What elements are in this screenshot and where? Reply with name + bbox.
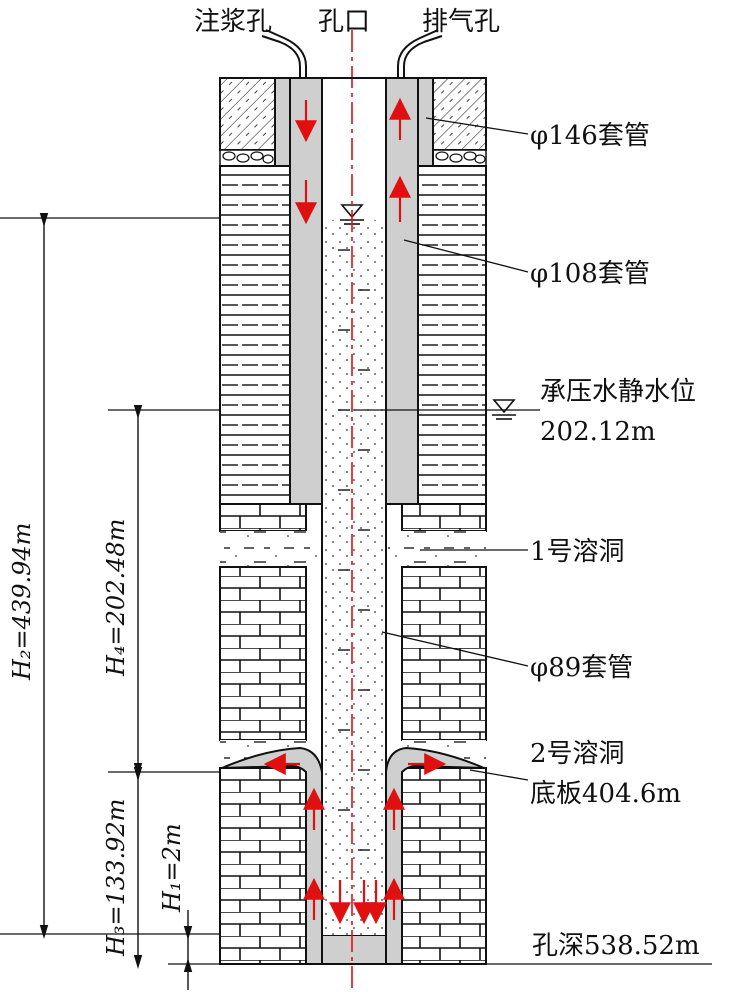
grout-hole-label: 注浆孔 xyxy=(194,7,272,37)
casing-108-label: φ108套管 xyxy=(530,259,650,289)
dimension-lines xyxy=(39,213,193,990)
water-level-symbol xyxy=(492,399,516,420)
grout-bottom-plug xyxy=(321,934,387,965)
casing-89-label: φ89套管 xyxy=(530,653,633,683)
grout-pipe xyxy=(261,35,301,78)
limestone-lower-left xyxy=(219,767,307,965)
casing-146-left-wall xyxy=(274,77,291,167)
shale-left xyxy=(219,165,291,505)
gravel-pebbles xyxy=(222,151,486,164)
shale-right xyxy=(417,165,487,505)
grout-right-upper xyxy=(385,77,419,505)
dimension-reference-lines xyxy=(0,217,712,965)
water-level-title: 承压水静水位 xyxy=(540,377,696,407)
flow-arrows xyxy=(263,97,447,925)
cave-1-right xyxy=(388,531,486,567)
limestone-upper-left xyxy=(219,503,307,532)
cave-2-label: 2号溶洞 xyxy=(530,739,625,769)
h1-dimension-label: H₁=2m xyxy=(158,823,186,913)
cave-1-label: 1号溶洞 xyxy=(530,537,625,567)
topsoil-right xyxy=(432,77,487,151)
water-dashes xyxy=(338,249,370,851)
limestone-upper-right xyxy=(401,503,487,532)
vent-pipe xyxy=(403,35,443,78)
grout-left-upper xyxy=(289,77,323,505)
hole-depth-label: 孔深538.52m xyxy=(532,931,700,961)
cave-2-floor-label: 底板404.6m xyxy=(530,779,681,809)
casing-146-right-wall xyxy=(417,77,434,167)
limestone-middle-left xyxy=(219,566,307,741)
water-level-value: 202.12m xyxy=(540,417,656,447)
grout-left-lower xyxy=(221,746,323,965)
limestone-lower-right xyxy=(401,767,487,965)
hole-mouth-label: 孔口 xyxy=(318,7,370,37)
cave-1-left xyxy=(220,531,320,567)
water-column xyxy=(322,220,386,935)
leader-lines xyxy=(354,117,540,781)
h4-dimension-label: H₄=202.48m xyxy=(102,519,130,677)
vent-hole-label: 排气孔 xyxy=(422,7,500,37)
h2-dimension-label: H₂=439.94m xyxy=(8,523,36,681)
h3-dimension-label: H₃=133.92m xyxy=(102,799,130,957)
casing-146-label: φ146套管 xyxy=(530,121,650,151)
topsoil-left xyxy=(219,77,276,151)
